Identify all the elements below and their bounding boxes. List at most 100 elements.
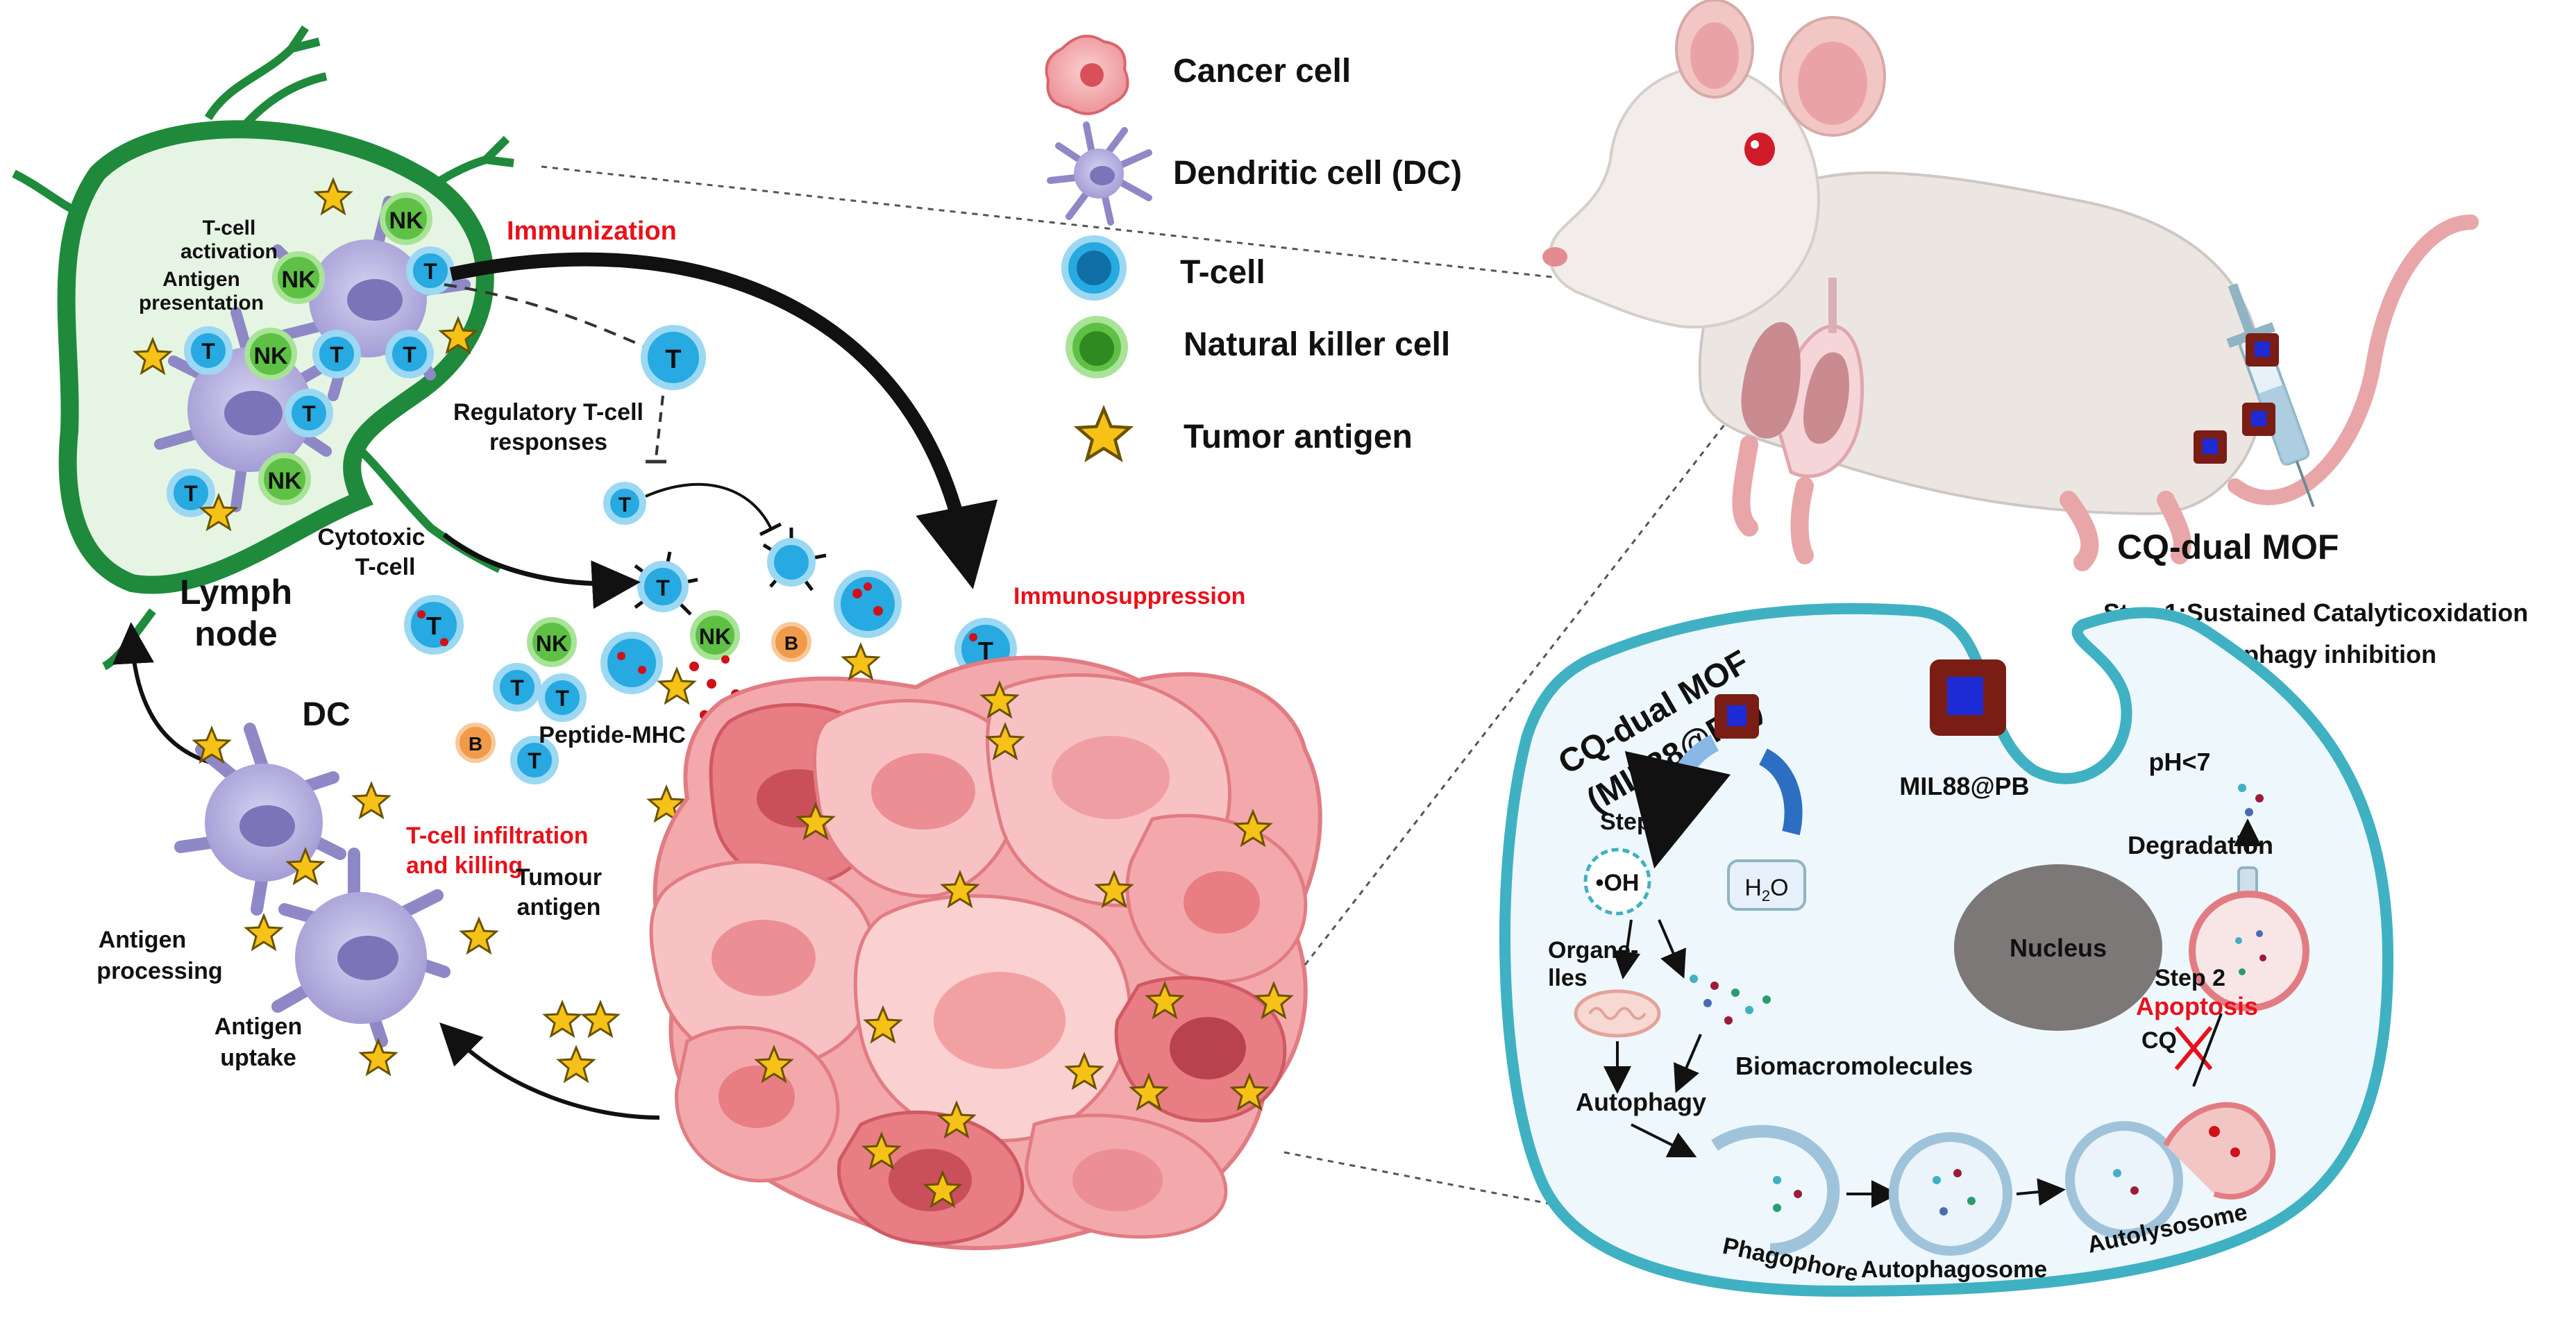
cell-panel: CQ-dual MOF (MIL88@PB) MIL88@PB pH<7 Ste…	[1499, 603, 2394, 1297]
cancer-cell-icon	[1045, 35, 1129, 115]
tumor-antigen-star	[842, 643, 879, 680]
tumor-to-dc-arrow	[439, 1023, 660, 1120]
inhibition-cross-icon	[2174, 1013, 2223, 1087]
t-cell-icon	[1061, 235, 1127, 301]
t-cell-mid-3: T	[510, 736, 559, 784]
tumor-antigen-star	[245, 914, 283, 950]
cytotoxic-label-2: T-cell	[355, 554, 416, 580]
nucleus-icon: Nucleus	[1954, 864, 2162, 1031]
infiltration-label-2: and killing	[406, 852, 523, 879]
ph-label: pH<7	[2148, 748, 2210, 776]
tumor-antigen-star	[557, 1046, 595, 1082]
autophagosome-label: Autophagosome	[1861, 1256, 2047, 1283]
immunization-label: Immunization	[507, 217, 677, 246]
cq-label: CQ	[2141, 1027, 2177, 1054]
tumor-antigen-star	[460, 918, 498, 954]
lymph-node-t-4: T	[184, 326, 233, 375]
autolysosome-icon	[2065, 1102, 2276, 1239]
svg-text:T: T	[555, 686, 569, 711]
mof-particle-large	[1930, 659, 2006, 736]
svg-text:NK: NK	[699, 624, 731, 649]
antigen-processing-label: Antigen	[99, 927, 187, 953]
tumor-antigen-star	[658, 668, 696, 704]
t-cell-cytotoxic-granules-2	[834, 570, 902, 638]
degradation-dots	[2238, 784, 2264, 816]
infiltration-label: T-cell infiltration	[406, 823, 589, 849]
dendritic-cell-1	[174, 723, 346, 916]
lymph-node-nk-3: NK	[244, 328, 297, 380]
t-cell-activated-1: T	[634, 551, 698, 616]
h2o2-box: H2O	[1727, 859, 1806, 911]
mitochondria-icon	[1574, 989, 1661, 1038]
nk-cell-mid-1: NK	[527, 617, 577, 667]
antigen-presentation-label-2: presentation	[139, 292, 264, 314]
step1-label: Step 1	[1600, 809, 1671, 835]
svg-text:Nucleus: Nucleus	[2010, 934, 2107, 962]
svg-text:B: B	[469, 733, 482, 755]
svg-text:NK: NK	[281, 267, 316, 293]
mouse-illustration	[1542, 0, 2479, 571]
immune-flow: Immunization T Regulatory T-cell respons…	[318, 217, 1245, 822]
svg-text:NK: NK	[389, 208, 423, 234]
svg-text:T: T	[426, 612, 441, 640]
svg-text:T: T	[184, 481, 198, 506]
legend: Cancer cell Dendritic cell (DC) T-cell N…	[1045, 35, 1462, 459]
cancer-cell	[853, 894, 1132, 1143]
svg-text:T: T	[510, 675, 524, 700]
tumour-antigen-label: Tumour	[516, 864, 602, 891]
t-cell-small: T	[603, 482, 646, 525]
tumour-antigen-label-2: antigen	[517, 894, 601, 920]
lymph-node-t-2: T	[385, 330, 434, 378]
legend-tumor-antigen-label: Tumor antigen	[1184, 419, 1413, 455]
lymph-node-nk-1: NK	[272, 251, 325, 304]
regulatory-label-2: responses	[489, 429, 607, 455]
antigen-presentation-label: Antigen	[162, 268, 240, 291]
dendritic-cell-icon	[1047, 121, 1152, 226]
immunosuppression-label: Immunosuppression	[1013, 583, 1245, 609]
antigen-uptake-label-2: uptake	[220, 1045, 296, 1071]
svg-text:NK: NK	[253, 343, 288, 369]
t-cell-mid-1: T	[493, 663, 541, 712]
svg-text:T: T	[201, 339, 215, 364]
t-cell-activated-2	[762, 528, 827, 591]
immunization-arrow	[449, 252, 998, 589]
cq-dual-mof-title: CQ-dual MOF	[2117, 528, 2339, 566]
lymph-node-t-6: T	[167, 469, 215, 517]
tumor-antigen-star	[582, 1001, 619, 1037]
autophagy-label: Autophagy	[1576, 1088, 1706, 1116]
mof-particle	[2242, 403, 2275, 436]
mof-particle	[2194, 430, 2227, 464]
b-cell-1: B	[771, 622, 811, 662]
step1-arc-arrow	[1758, 748, 1803, 836]
lymph-node-t-5: T	[285, 389, 333, 437]
svg-text:T: T	[302, 401, 316, 426]
mof-particle	[2246, 333, 2279, 367]
svg-text:•OH: •OH	[1596, 870, 1640, 896]
lymph-node: NK NK NK NK T T T T T T T-cell activatio…	[12, 25, 514, 671]
lymph-node-t-3: T	[312, 330, 361, 378]
tumor-antigen-star	[360, 1039, 397, 1075]
legend-cancer-cell-label: Cancer cell	[1173, 53, 1351, 90]
biomacromolecules-label: Biomacromolecules	[1735, 1052, 1973, 1080]
regulatory-t-cell: T	[641, 325, 706, 390]
step2-label: Step 2	[2155, 965, 2225, 991]
dc-to-lymph-arrow	[112, 622, 216, 766]
tumor-antigen-star	[353, 782, 390, 818]
t-cell-activation-label-2: activation	[180, 240, 278, 263]
connector-lines	[541, 165, 1812, 1237]
phagophore-icon	[1711, 1125, 1840, 1256]
mil88-label: MIL88@PB	[1899, 772, 2029, 800]
tumor-antigen-icon	[1078, 409, 1130, 459]
svg-text:T: T	[618, 494, 631, 516]
peptide-mhc-label: Peptide-MHC	[539, 722, 686, 748]
organelles-label-2: lles	[1548, 965, 1588, 991]
svg-text:T: T	[330, 342, 344, 367]
t-cell-activation-label: T-cell	[203, 217, 256, 239]
cancer-cell	[1025, 1113, 1228, 1239]
step1-arc-arrow-2	[1624, 734, 1731, 869]
apoptosis-label: Apoptosis	[2136, 992, 2258, 1020]
svg-text:T: T	[656, 575, 670, 600]
tumor-antigen-star	[544, 1001, 581, 1037]
cytotoxic-label: Cytotoxic	[318, 524, 426, 550]
